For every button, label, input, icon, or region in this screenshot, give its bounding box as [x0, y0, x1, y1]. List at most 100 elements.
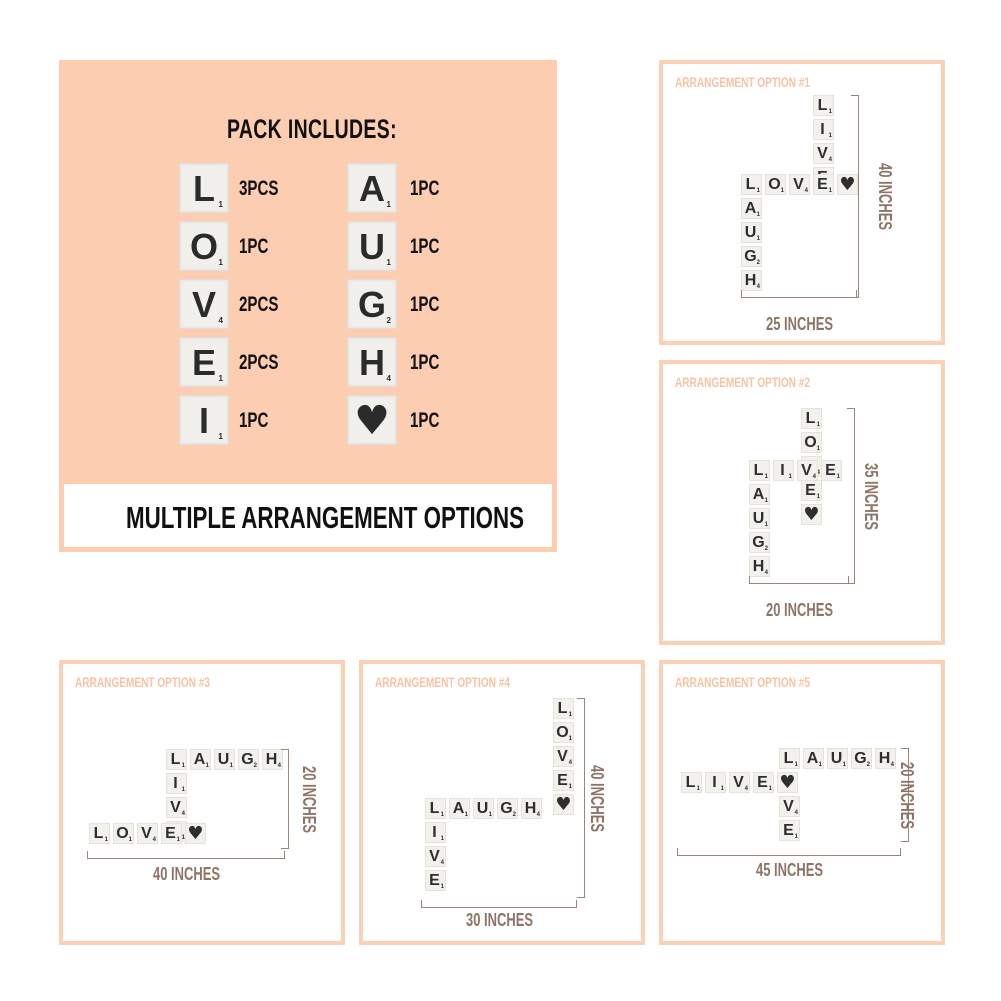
tile-value: 1 — [828, 109, 832, 115]
height-label: 35 INCHES — [861, 462, 881, 530]
tile-letter: H — [744, 272, 757, 289]
tile-value: 4 — [386, 374, 391, 383]
tile-value: 4 — [890, 762, 894, 768]
tile-letter: H — [524, 800, 537, 817]
width-label: 20 INCHES — [765, 600, 833, 620]
tile-value: 1 — [780, 188, 784, 194]
tile-value: 4 — [794, 810, 798, 816]
tile-letter: V — [191, 284, 216, 325]
tile-letter: U — [476, 800, 489, 817]
tile-letter: I — [198, 400, 209, 441]
heart-icon: ♥ — [354, 398, 390, 444]
tile-letter: V — [733, 774, 744, 791]
tile-letter: I — [780, 462, 785, 479]
tile-letter: O — [556, 724, 569, 741]
tile-value: 1 — [764, 498, 768, 504]
tile-letter: A — [752, 486, 765, 503]
width-label: 45 INCHES — [755, 860, 823, 880]
tile-letter: E — [757, 774, 768, 791]
tile-letter: U — [830, 750, 843, 767]
tile-letter: L — [93, 825, 104, 842]
tile-letter: G — [752, 534, 765, 551]
tile-value: 1 — [568, 712, 572, 718]
option-title: ARRANGEMENT OPTION #3 — [75, 674, 210, 690]
heart-tile: ♥ — [553, 794, 574, 815]
height-label: 40 INCHES — [875, 163, 895, 230]
tile-letter: I — [712, 774, 717, 791]
tile-value: 1 — [181, 787, 185, 793]
tile-letter: A — [359, 168, 385, 209]
tile-letter: L — [753, 462, 764, 479]
tile-letter: U — [359, 226, 385, 267]
tile-value: 1 — [816, 446, 820, 452]
heart-icon: ♥ — [839, 174, 856, 195]
tile-value: 1 — [756, 212, 760, 218]
tile-letter: V — [817, 145, 828, 162]
height-label: 20 INCHES — [897, 761, 917, 829]
height-dimension-line — [847, 408, 855, 584]
tile-quantity: 1PC — [239, 409, 269, 432]
tile-letter: U — [744, 224, 757, 241]
tile-quantity: 1PC — [410, 293, 440, 316]
banner-text: MULTIPLE ARRANGEMENT OPTIONS — [126, 500, 525, 535]
tile-value: 1 — [816, 494, 820, 500]
tile-value: 1 — [181, 835, 185, 841]
tile-value: 1 — [128, 837, 132, 843]
heart-icon: ♥ — [555, 794, 572, 815]
arrangement-banner: MULTIPLE ARRANGEMENT OPTIONS — [64, 484, 552, 547]
tile-letter: U — [752, 510, 765, 527]
tile-letter: V — [429, 848, 440, 865]
tile-value: 1 — [440, 812, 444, 818]
tile-letter: V — [801, 462, 812, 479]
tile-value: 1 — [794, 834, 798, 840]
tile-value: 4 — [816, 470, 820, 476]
arrangement-option-3: ARRANGEMENT OPTION #3 L1A1U1G2H4I1V4E1L1… — [59, 660, 345, 945]
tile-letter: L — [783, 750, 794, 767]
tile-value: 1 — [488, 812, 492, 818]
tile-letter: E — [805, 482, 816, 499]
tile-value: 1 — [218, 258, 223, 267]
tile-value: 2 — [866, 762, 870, 768]
heart-tile: ♥ — [185, 823, 206, 844]
tile-letter: E — [165, 825, 176, 842]
tile-value: 1 — [768, 786, 772, 792]
tile-letter: E — [191, 342, 216, 383]
tile-letter: L — [685, 774, 696, 791]
tile-letter: L — [557, 700, 568, 717]
height-dimension-line — [281, 749, 289, 849]
tile-value: 4 — [828, 157, 832, 163]
tile-letter: O — [116, 825, 129, 842]
tile-value: 1 — [764, 522, 768, 528]
tile-value: 1 — [720, 786, 724, 792]
tile-value: 2 — [253, 763, 257, 769]
tile-quantity: 1PC — [410, 351, 440, 374]
width-label: 30 INCHES — [465, 910, 533, 930]
width-dimension-line — [421, 900, 577, 908]
tile-quantity: 1PC — [239, 235, 269, 258]
heart-icon: ♥ — [187, 823, 204, 844]
tile-value: 1 — [836, 474, 840, 480]
tile-letter: O — [804, 434, 817, 451]
width-dimension-line — [87, 851, 285, 859]
tile-value: 1 — [440, 884, 444, 890]
tile-quantity: 1PC — [410, 409, 440, 432]
